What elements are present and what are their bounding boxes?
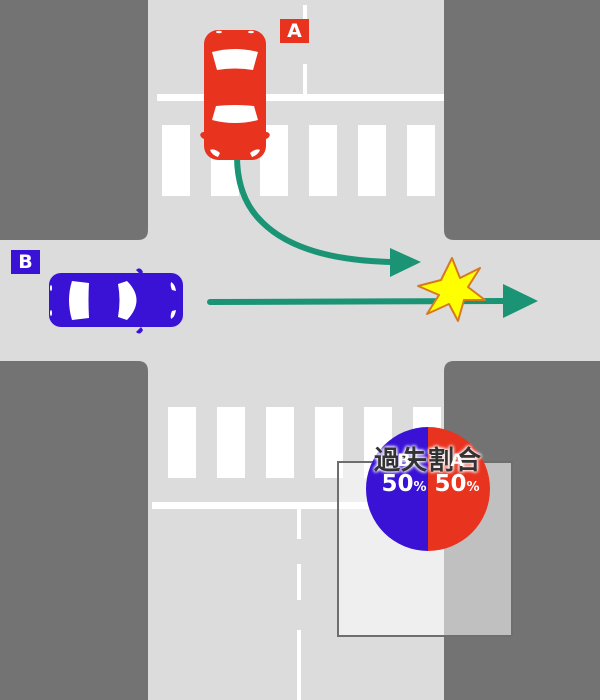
- fault-entry-a: A 50%: [427, 451, 487, 498]
- car-a-headlight-icon: [250, 149, 260, 157]
- vehicle-a-label-box: [280, 19, 309, 43]
- arrow-head-icon: [503, 284, 538, 318]
- block-top-left: [0, 0, 148, 240]
- crosswalk-stripe: [266, 407, 294, 478]
- fault-party-label: A: [450, 451, 464, 471]
- center-line: [297, 509, 301, 539]
- block-top-right: [444, 0, 600, 240]
- car-b-mirror-icon: [136, 327, 143, 334]
- collision-starburst-icon: [417, 257, 486, 322]
- arrow-head-icon: [390, 248, 421, 277]
- vehicle-b: [49, 268, 183, 334]
- vehicle-a: [200, 30, 270, 160]
- fault-percent-unit: %: [413, 480, 427, 495]
- vehicle-b-label-box: [11, 250, 40, 274]
- center-line: [297, 564, 301, 600]
- crosswalk-stripe: [358, 125, 386, 196]
- center-line: [303, 64, 307, 98]
- bottom-road-markings: [152, 407, 444, 700]
- vehicle-a-label: A: [287, 20, 302, 42]
- stop-line-bottom: [152, 502, 444, 509]
- fault-percent-unit: %: [466, 480, 480, 495]
- car-a-front-window: [212, 105, 258, 123]
- car-b-rear-window: [69, 281, 89, 320]
- crosswalk-stripe: [407, 125, 435, 196]
- crosswalk-stripe: [168, 407, 196, 478]
- crosswalk-stripe: [217, 407, 245, 478]
- fault-percent-value: 50: [381, 471, 414, 497]
- car-b-headlight-icon: [170, 310, 176, 319]
- crosswalk-stripe: [162, 125, 190, 196]
- car-a-headlight-icon: [210, 149, 220, 157]
- stop-line-top: [157, 94, 444, 101]
- fault-ratio-title: 過失割合: [373, 446, 482, 476]
- crosswalk-stripe: [309, 125, 337, 196]
- center-line: [297, 630, 301, 700]
- fault-party-label: B: [397, 451, 411, 471]
- fault-percent-value: 50: [434, 471, 467, 497]
- block-bottom-left: [0, 361, 148, 700]
- car-a-rear-window: [212, 49, 258, 70]
- arrow-a-left-turn: [234, 153, 395, 265]
- car-b-front-window: [118, 281, 137, 320]
- car-b-headlight-icon: [170, 282, 176, 291]
- vehicle-b-label: B: [18, 251, 33, 273]
- fault-entry-b: B 50%: [374, 451, 434, 498]
